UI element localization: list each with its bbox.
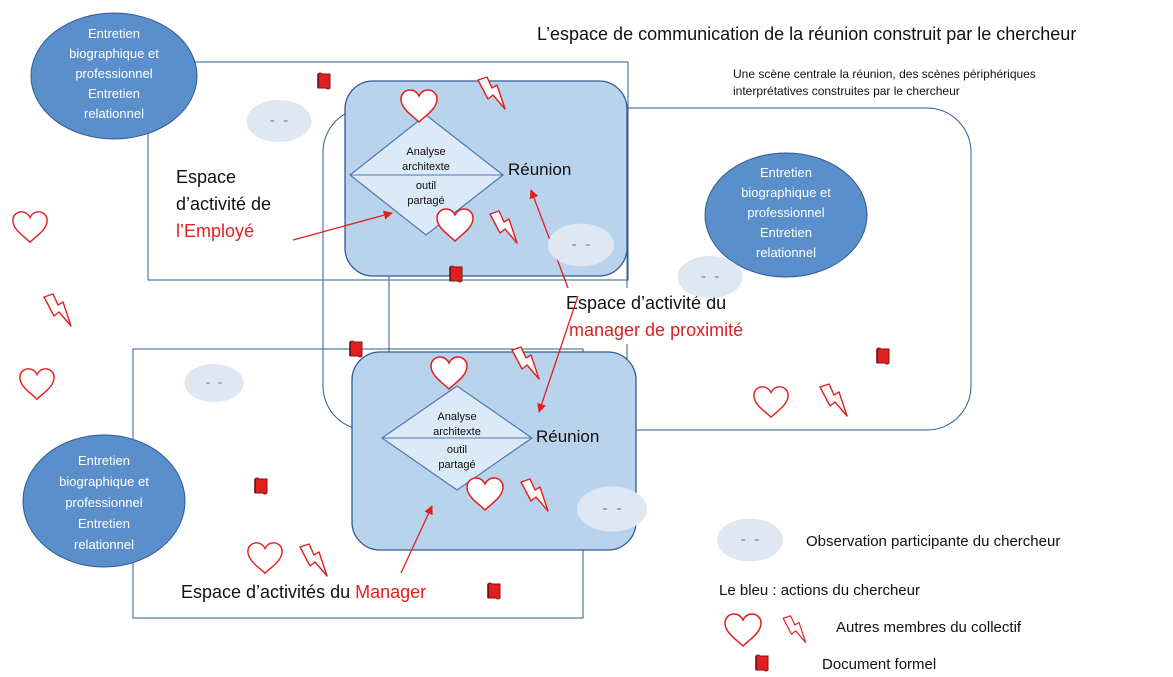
manager-space-label: Espace d’activités du Manager	[181, 582, 426, 602]
lightning-icon	[819, 383, 848, 417]
local-manager-label-bg	[562, 288, 762, 344]
document-icon	[317, 72, 331, 90]
diamond-bottom-text-1: Analyse	[437, 411, 476, 423]
interview-text-3: professionnel	[65, 495, 142, 510]
manager-space-label-prefix: Espace d’activités du	[181, 582, 355, 602]
diamond-top-text-3: outil	[416, 180, 436, 192]
observation-icon	[183, 363, 245, 403]
local-manager-space-label-1: Espace d’activité du	[566, 293, 726, 313]
observation-icon	[547, 222, 615, 268]
diagram-subtitle-line1: Une scène centrale la réunion, des scène…	[733, 67, 1036, 81]
heart-icon	[19, 368, 55, 400]
diamond-bottom-text-3: outil	[447, 444, 467, 456]
interview-text-4: Entretien	[78, 516, 130, 531]
document-icon	[876, 347, 890, 365]
diagram-title: L’espace de communication de la réunion …	[537, 24, 1076, 44]
interview-ellipse-top-left: Entretien biographique et professionnel …	[30, 12, 198, 140]
diamond-top-text-1: Analyse	[406, 146, 445, 158]
interview-text-2: biographique et	[741, 185, 831, 200]
interview-text-5: relationnel	[84, 106, 144, 121]
heart-icon	[753, 386, 789, 418]
lightning-icon	[299, 543, 328, 577]
meeting-label-bottom: Réunion	[536, 427, 599, 446]
interview-ellipse-right: Entretien biographique et professionnel …	[704, 152, 868, 278]
heart-legend-icon	[724, 613, 762, 647]
arrow-employee	[292, 210, 393, 241]
observation-legend-icon	[716, 517, 784, 563]
document-icon	[449, 265, 463, 283]
interview-ellipse-bottom-left: Entretien biographique et professionnel …	[22, 434, 186, 568]
legend-members: Autres membres du collectif	[836, 619, 1022, 636]
diamond-top-text-2: architexte	[402, 161, 450, 173]
observation-icon	[245, 99, 313, 143]
interview-text-5: relationnel	[756, 245, 816, 260]
diamond-bottom-text-4: partagé	[438, 459, 475, 471]
interview-text-4: Entretien	[760, 225, 812, 240]
diagram-subtitle-line2: interprétatives construites par le cherc…	[733, 84, 960, 98]
legend-blue: Le bleu : actions du chercheur	[719, 582, 920, 599]
interview-text-2: biographique et	[69, 46, 159, 61]
document-icon	[349, 340, 363, 358]
heart-icon	[247, 542, 283, 574]
local-manager-space-label-2: manager de proximité	[569, 320, 743, 340]
interview-text-1: Entretien	[88, 26, 140, 41]
local-manager-space-frame	[322, 107, 972, 431]
document-legend-icon	[755, 654, 769, 672]
interview-text-1: Entretien	[760, 165, 812, 180]
employee-space-label-1: Espace	[176, 167, 236, 187]
interview-text-1: Entretien	[78, 453, 130, 468]
document-icon	[254, 477, 268, 495]
diamond-bottom-text-2: architexte	[433, 426, 481, 438]
interview-text-3: professionnel	[75, 66, 152, 81]
employee-space-label-3: l’Employé	[176, 221, 254, 241]
lightning-legend-icon	[782, 615, 807, 644]
observation-icon	[576, 485, 648, 533]
observation-icon	[676, 255, 744, 299]
interview-text-4: Entretien	[88, 86, 140, 101]
document-icon	[487, 582, 501, 600]
heart-icon	[12, 211, 48, 243]
interview-text-2: biographique et	[59, 474, 149, 489]
employee-space-label-2: d’activité de	[176, 194, 271, 214]
interview-text-5: relationnel	[74, 537, 134, 552]
manager-space-label-highlight: Manager	[355, 582, 426, 602]
lightning-icon	[43, 293, 72, 327]
diamond-top-text-4: partagé	[407, 195, 444, 207]
employee-space-frame	[147, 61, 629, 281]
arrow-local-manager	[537, 295, 579, 413]
legend-document: Document formel	[822, 656, 936, 673]
legend-observation: Observation participante du chercheur	[806, 533, 1060, 550]
arrow-manager	[400, 505, 433, 574]
meeting-label-top: Réunion	[508, 160, 571, 179]
interview-text-3: professionnel	[747, 205, 824, 220]
